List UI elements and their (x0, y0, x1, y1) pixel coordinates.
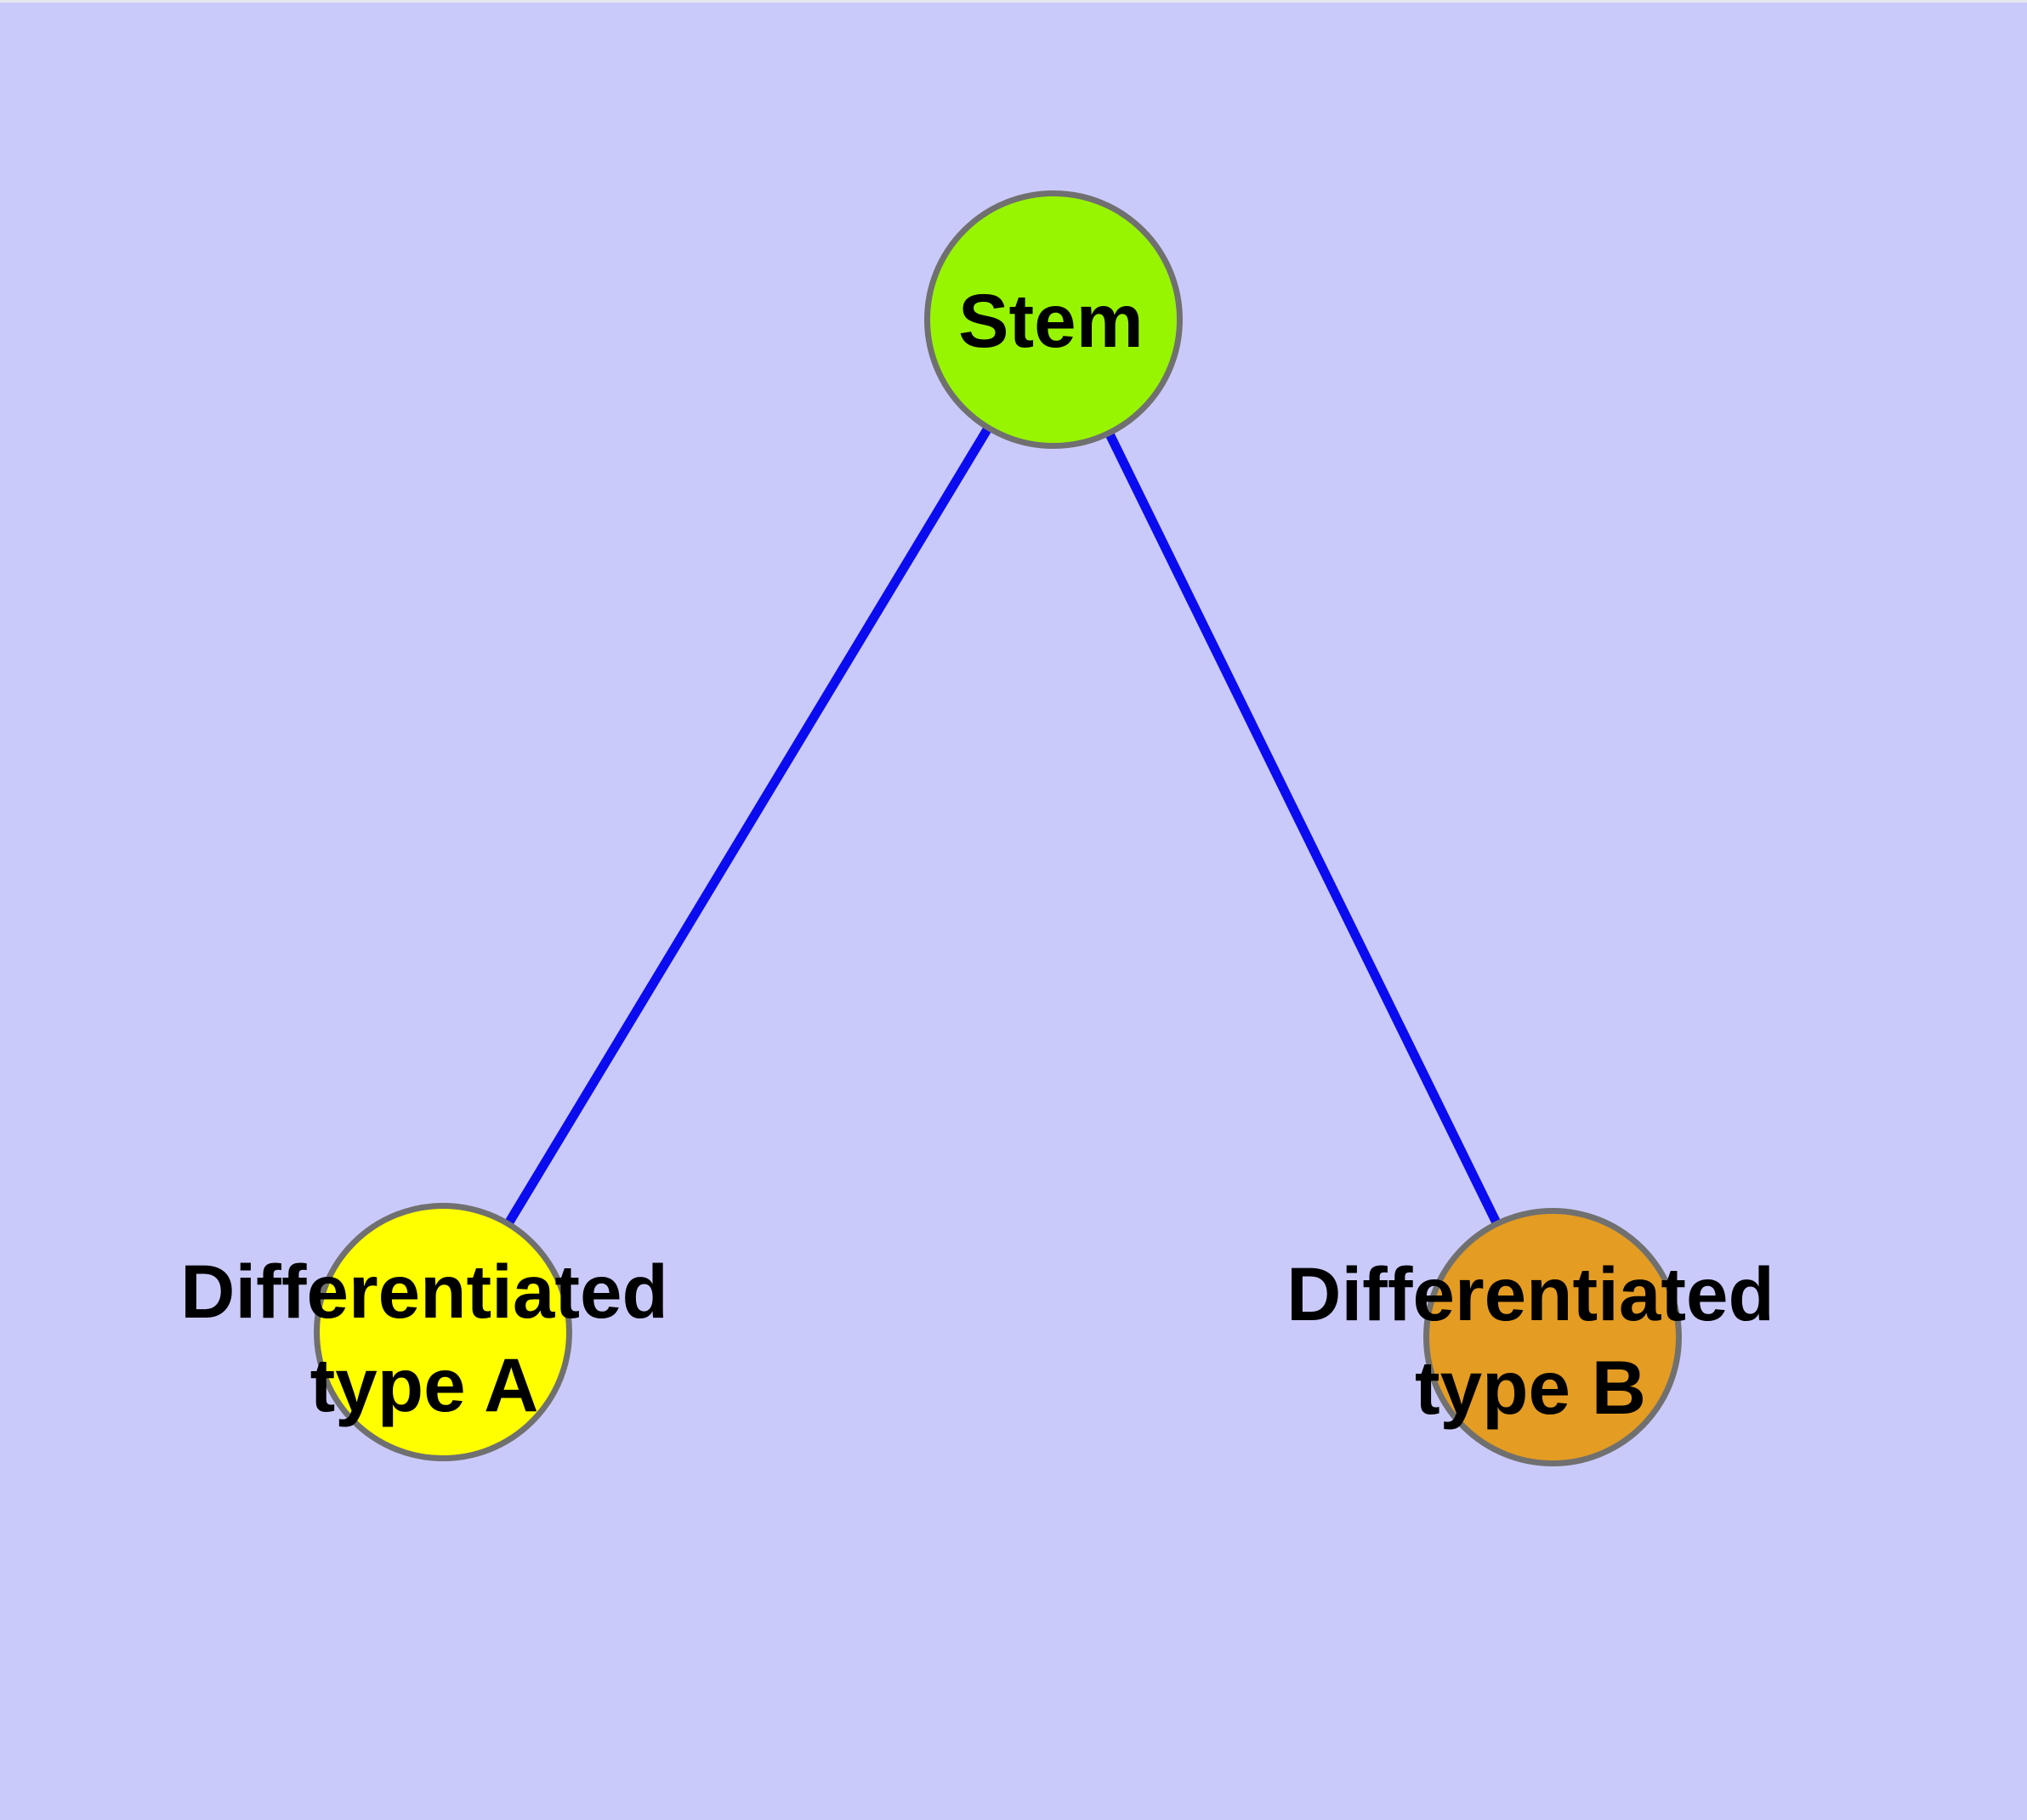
node-stem (924, 190, 1183, 449)
node-diff-a (314, 1203, 572, 1461)
node-diff-b (1423, 1208, 1682, 1466)
edge-stem-diff-b (1049, 317, 1557, 1340)
edge-stem-diff-a (439, 317, 1058, 1335)
